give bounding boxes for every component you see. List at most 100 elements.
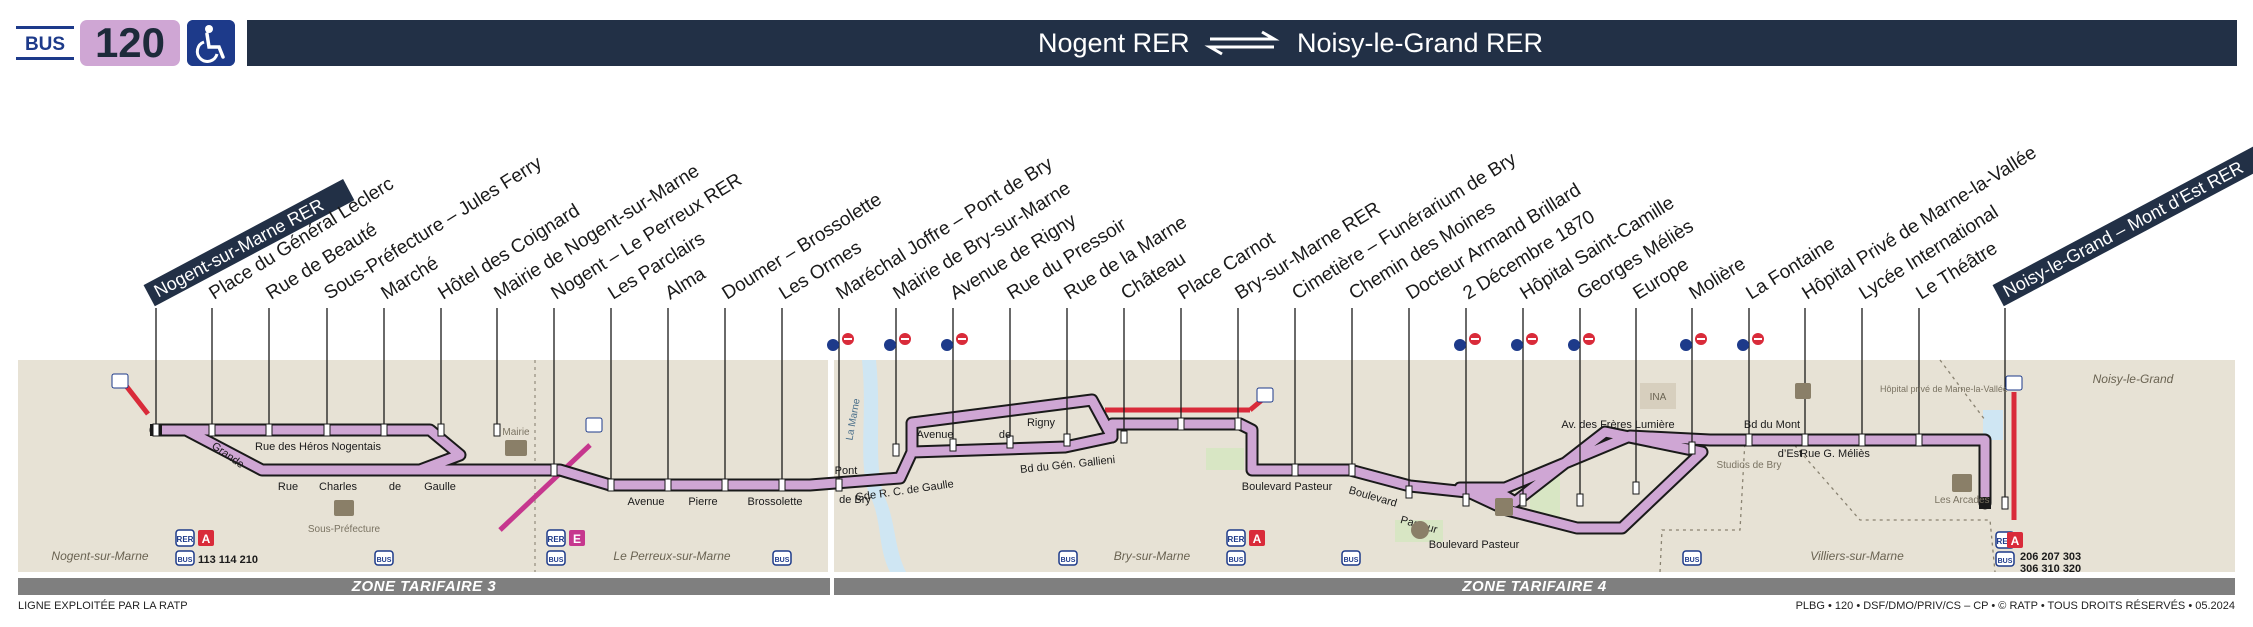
wheelchair-icon — [884, 339, 896, 351]
wheelchair-icon — [1680, 339, 1692, 351]
bus-icon-label: BUS — [549, 557, 564, 564]
terminus-label-box — [143, 179, 355, 307]
bus-icon-label: BUS — [1061, 557, 1076, 564]
hospital-icon — [1495, 498, 1513, 516]
wheelchair-icon — [1737, 339, 1749, 351]
terminus-marker-noisy — [1979, 497, 1991, 509]
zone-3-band: ZONE TARIFAIRE 3 — [18, 578, 830, 595]
stop-marker — [437, 423, 445, 437]
rer-icon — [1256, 387, 1274, 403]
destination-label: Noisy-le-Grand RER — [1297, 28, 1544, 58]
bus-icon — [374, 550, 394, 566]
bus-icon — [1995, 551, 2015, 567]
bus-mode-logo: BUS — [16, 26, 74, 60]
terminus-label-box — [1992, 124, 2253, 307]
stop-marker — [1688, 441, 1696, 455]
rer-line-badge — [2007, 532, 2023, 548]
stop-marker — [721, 478, 729, 492]
rer-icon — [111, 373, 129, 389]
place-ina: INA — [1650, 392, 1667, 403]
stop-marker — [550, 463, 558, 477]
street-name: Bd du Mont — [1744, 419, 1800, 431]
bus-icon-label: BUS — [1685, 557, 1700, 564]
stop-marker — [265, 423, 273, 437]
rer-icon-label: RER — [1997, 537, 2014, 546]
street-name: Av. des Frères Lumière — [1561, 419, 1674, 431]
wheelchair-icon — [1454, 339, 1466, 351]
stop-marker — [778, 478, 786, 492]
bus-icon — [1226, 550, 1246, 566]
stop-marker — [1348, 463, 1356, 477]
stop-marker — [1120, 430, 1128, 444]
wheelchair-icon — [1511, 339, 1523, 351]
stop-marker — [835, 478, 843, 492]
stop-marker — [1519, 493, 1527, 507]
townhall-icon — [505, 440, 527, 456]
stop-name: Molière — [1686, 253, 1750, 304]
rer-line-badge — [198, 530, 214, 546]
bus-mode-label: BUS — [25, 34, 65, 55]
street-name: de — [389, 481, 401, 493]
stop-marker — [1632, 481, 1640, 495]
wheelchair-icon — [827, 339, 839, 351]
zone-4-band: ZONE TARIFAIRE 4 — [834, 578, 2235, 595]
hospital-icon — [1795, 383, 1811, 399]
stop-marker — [493, 423, 501, 437]
stop-marker — [607, 478, 615, 492]
rer-icon — [585, 417, 603, 433]
prefecture-icon — [334, 500, 354, 516]
bus-icon — [1341, 550, 1361, 566]
place-arcades: Les Arcades — [1934, 495, 1989, 506]
street-name: Rue — [278, 481, 298, 493]
rer-icon-label: RER — [548, 535, 565, 544]
bus-icon — [1058, 550, 1078, 566]
street-name: d’Est — [1778, 448, 1802, 460]
place-sous-prefecture: Sous-Préfecture — [308, 524, 381, 535]
stop-marker — [1405, 485, 1413, 499]
direction-banner — [247, 20, 2237, 66]
bus-icon — [1682, 550, 1702, 566]
copyright-note: PLBG • 120 • DSF/DMO/PRIV/CS – CP • © RA… — [1795, 600, 2235, 612]
no-entry-bar — [1754, 338, 1762, 340]
stop-marker — [664, 478, 672, 492]
terminus-name: Noisy-le-Grand – Mont d’Est RER — [2000, 157, 2247, 301]
stop-marker — [323, 423, 331, 437]
town-bry: Bry-sur-Marne — [1114, 549, 1191, 563]
rer-icon-label: RER — [1228, 535, 1245, 544]
wheelchair-icon — [187, 20, 235, 66]
stop-marker — [1177, 417, 1185, 431]
town-noisy: Noisy-le-Grand — [2093, 372, 2174, 386]
bus-icon-label: BUS — [775, 557, 790, 564]
place-hopital-prive: Hôpital privé de Marne-la-Vallée — [1880, 384, 2008, 394]
rer-line-badge — [1249, 530, 1265, 546]
town-villiers: Villiers-sur-Marne — [1810, 549, 1904, 563]
bus-icon-label: BUS — [1344, 557, 1359, 564]
stop-marker — [152, 423, 160, 437]
stop-marker — [1915, 433, 1923, 447]
noisy-bus-connections-2: 306 310 320 — [2020, 563, 2081, 575]
street-name: Avenue — [916, 429, 953, 441]
place-mairie: Mairie — [502, 427, 530, 438]
street-name: Pierre — [688, 496, 717, 508]
rer-line-badge — [569, 530, 585, 546]
rer-line-letter: A — [1253, 532, 1262, 546]
noisy-bus-connections-1: 206 207 303 — [2020, 551, 2081, 563]
stop-marker — [1291, 463, 1299, 477]
stop-marker — [949, 438, 957, 452]
stop-marker — [380, 423, 388, 437]
no-entry-bar — [901, 338, 909, 340]
bus-icon — [772, 550, 792, 566]
rer-icon — [1226, 529, 1246, 547]
rer-line-letter: A — [2011, 534, 2020, 548]
stop-marker — [1006, 435, 1014, 449]
street-name: de — [999, 429, 1011, 441]
operator-note: LIGNE EXPLOITÉE PAR LA RATP — [18, 600, 188, 612]
both-directions-icon — [1204, 30, 1280, 56]
wheelchair-icon — [941, 339, 953, 351]
street-name: Avenue — [627, 496, 664, 508]
street-name: Rue des Héros Nogentais — [255, 441, 381, 453]
stop-marker — [1745, 433, 1753, 447]
street-name: Charles — [319, 481, 357, 493]
town-nogent: Nogent-sur-Marne — [51, 549, 148, 563]
